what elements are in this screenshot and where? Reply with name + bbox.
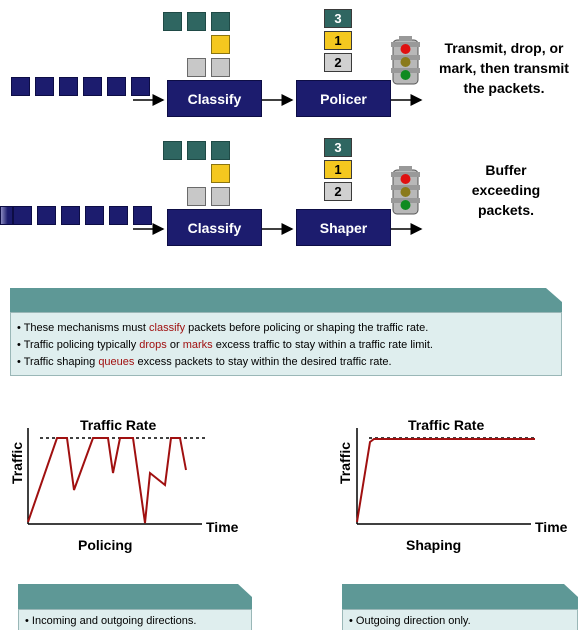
classify-label: Classify — [187, 219, 242, 236]
info-bullet: • Traffic policing typically drops or ma… — [17, 339, 433, 351]
packet — [59, 77, 78, 96]
policer-label: Policer — [320, 90, 367, 107]
packet — [35, 77, 54, 96]
policing-graph-plot — [27, 428, 206, 525]
packet — [61, 206, 80, 225]
packet — [83, 77, 102, 96]
info-bullet: • Traffic shaping queues excess packets … — [17, 356, 392, 368]
classify-box: Classify — [167, 80, 262, 117]
packet — [163, 141, 182, 160]
info-panel: • These mechanisms must classify packets… — [10, 288, 562, 376]
traffic-light-icon — [391, 166, 420, 215]
packet — [13, 206, 32, 225]
classify-label: Classify — [187, 90, 242, 107]
packet — [37, 206, 56, 225]
packet — [187, 58, 206, 77]
info-panel-body: • These mechanisms must classify packets… — [10, 312, 562, 376]
shaper-result-text: Buffer exceeding packets. — [471, 162, 541, 218]
packet — [211, 12, 230, 31]
packet — [0, 206, 13, 225]
packet — [85, 206, 104, 225]
priority-badge-3: 3 — [324, 9, 352, 28]
packet — [109, 206, 128, 225]
priority-badge-2: 2 — [324, 53, 352, 72]
shaping-graph-title: Traffic Rate — [408, 417, 485, 433]
packet — [187, 12, 206, 31]
shaper-label: Shaper — [319, 219, 368, 236]
packet — [133, 206, 152, 225]
policer-result-text: Transmit, drop, or mark, then transmit t… — [439, 40, 569, 96]
traffic-light-icon — [391, 36, 420, 85]
priority-badge-3: 3 — [324, 138, 352, 157]
shaping-graph-xlabel: Time — [535, 519, 568, 535]
flow-arrows — [133, 36, 423, 235]
priority-badge-1: 1 — [324, 160, 352, 179]
shaping-directions-body: • Outgoing direction only. — [342, 609, 578, 630]
policing-graph-title: Traffic Rate — [80, 417, 157, 433]
packet — [211, 187, 230, 206]
packet — [211, 35, 230, 54]
packet — [107, 77, 126, 96]
shaper-box: Shaper — [296, 209, 391, 246]
packet — [131, 77, 150, 96]
priority-badge-1: 1 — [324, 31, 352, 50]
policer-box: Policer — [296, 80, 391, 117]
info-bullet: • These mechanisms must classify packets… — [17, 322, 429, 334]
packet — [187, 187, 206, 206]
packet — [187, 141, 206, 160]
shaping-graph-plot — [356, 428, 535, 525]
packet — [11, 77, 30, 96]
traffic-line — [356, 438, 535, 523]
traffic-line — [27, 437, 187, 524]
info-panel-header — [10, 288, 562, 314]
policing-directions-body: • Incoming and outgoing directions. — [18, 609, 252, 630]
policing-graph-caption: Policing — [78, 537, 133, 553]
policing-graph-xlabel: Time — [206, 519, 239, 535]
packet — [211, 141, 230, 160]
packet — [211, 164, 230, 183]
classify-box: Classify — [167, 209, 262, 246]
shaping-graph-caption: Shaping — [406, 537, 462, 553]
packet — [211, 58, 230, 77]
packet — [163, 12, 182, 31]
priority-badge-2: 2 — [324, 182, 352, 201]
